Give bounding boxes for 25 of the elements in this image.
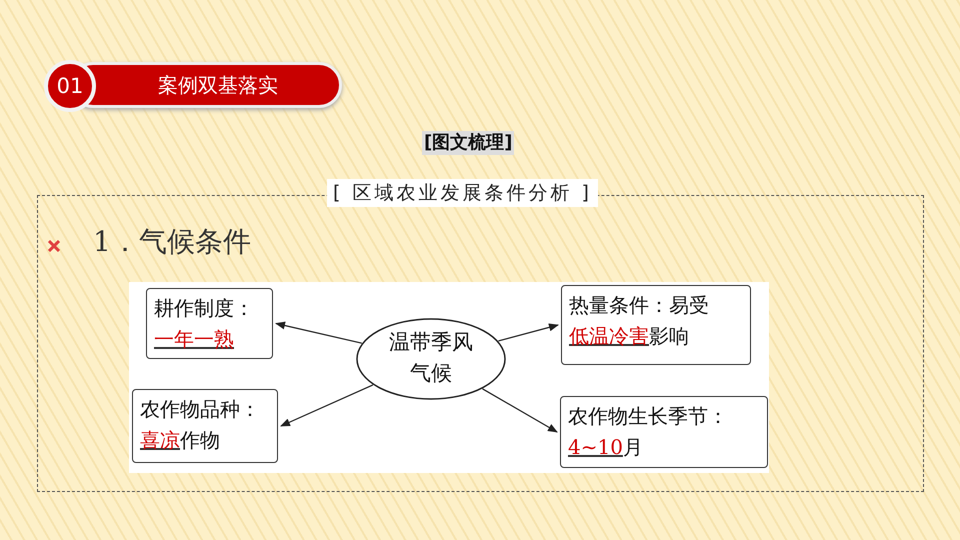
frame-heading: [ 区域农业发展条件分析 ] (327, 179, 598, 207)
arrow (482, 388, 558, 433)
box-text: 热量条件：易受 (569, 293, 709, 317)
info-box (561, 285, 751, 365)
arrow (280, 384, 374, 427)
answer-text: 低温冷害 (569, 324, 649, 348)
box-text: 月 (622, 435, 643, 459)
box-text: 影响 (649, 324, 689, 348)
box-text: 农作物生长季节： (568, 404, 728, 428)
section-title: 1．气候条件 (93, 224, 251, 260)
section-heading: [图文梳理] (422, 131, 514, 155)
ellipse-label: 温带季风气候 (389, 329, 473, 387)
info-box (146, 288, 273, 359)
answer-text: 一年一熟 (154, 327, 234, 351)
number-badge: 01 (44, 60, 96, 112)
box-text: 耕作制度： (154, 296, 254, 320)
box-text: 农作物品种： (140, 397, 260, 421)
answer-text: 4~10 (568, 435, 623, 459)
climate-ellipse (356, 318, 506, 400)
info-box (132, 389, 278, 463)
box-text: 作物 (180, 428, 220, 452)
arrow (498, 323, 559, 342)
info-box (560, 396, 768, 468)
answer-text: 喜凉 (140, 428, 180, 452)
arrow (275, 322, 362, 344)
